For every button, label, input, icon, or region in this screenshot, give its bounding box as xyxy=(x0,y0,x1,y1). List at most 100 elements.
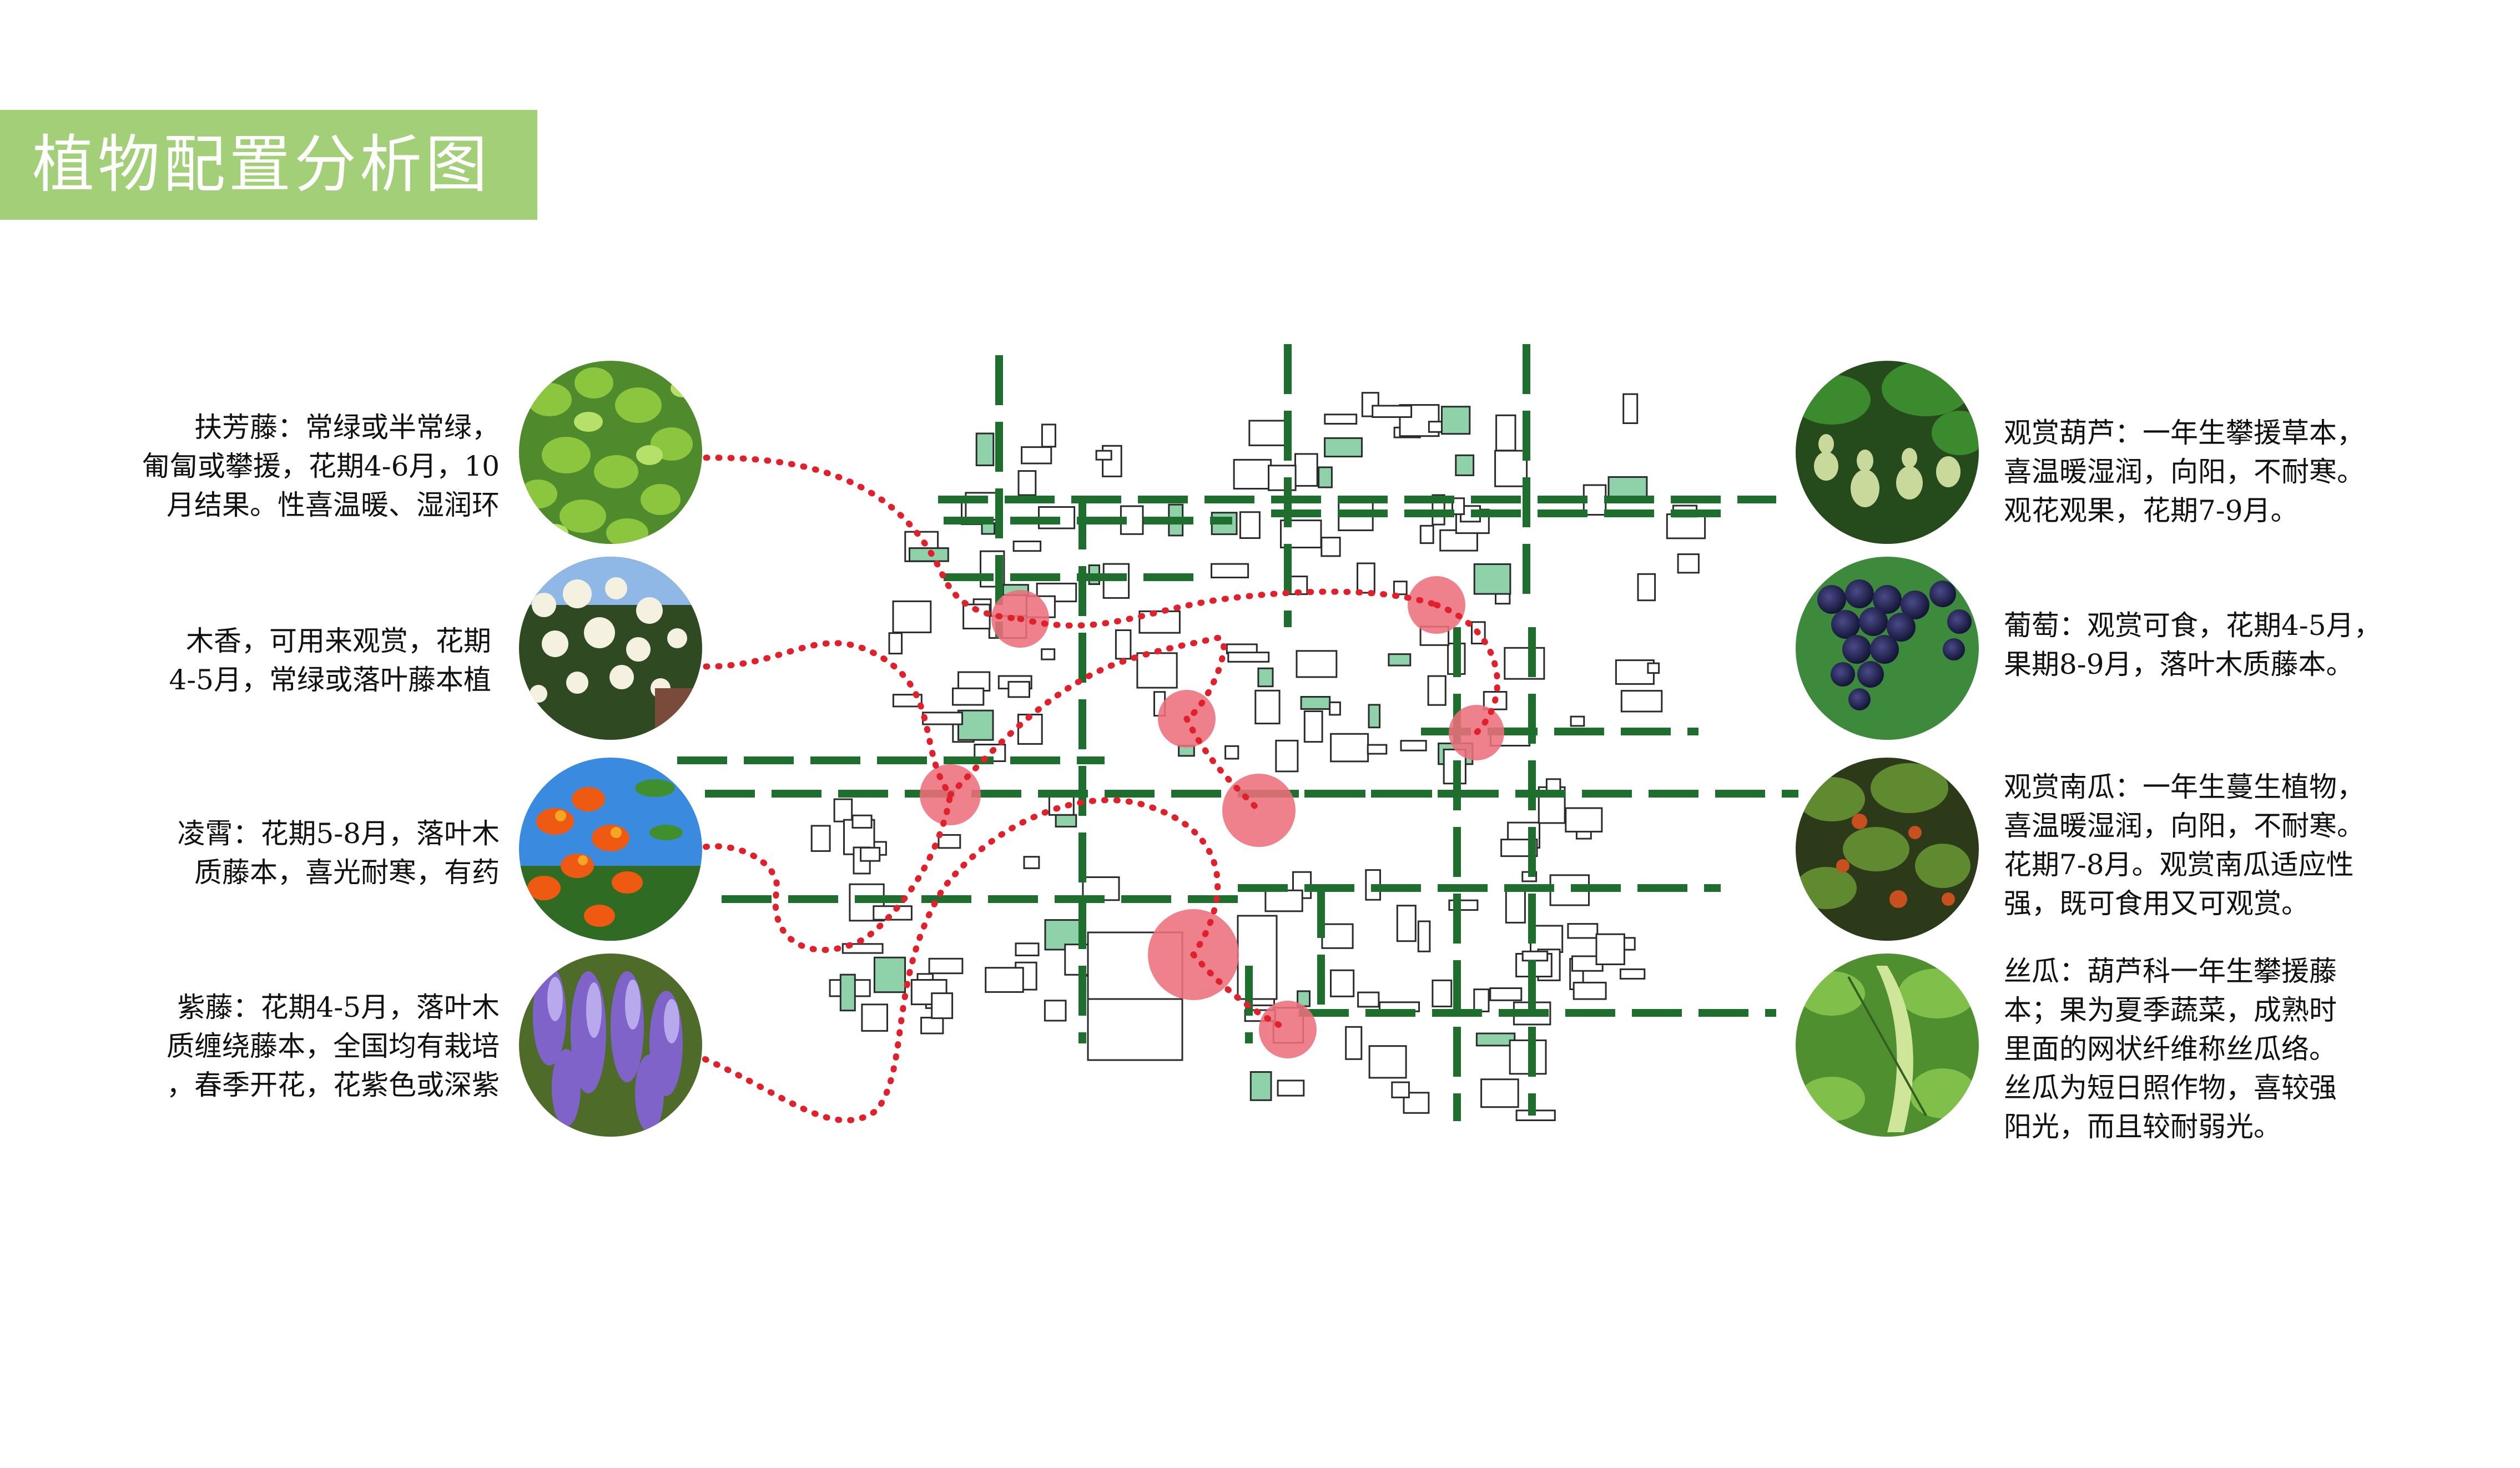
building-block xyxy=(833,798,853,823)
building-block xyxy=(810,825,831,852)
building-block xyxy=(1087,998,1183,1061)
building-block xyxy=(1345,1026,1363,1060)
building-block xyxy=(1021,446,1052,465)
building-block xyxy=(892,600,932,633)
building-block xyxy=(1324,437,1363,458)
building-block xyxy=(1248,420,1288,446)
building-block xyxy=(1264,889,1303,912)
desc-sigua: 丝瓜：葫芦科一年生攀援藤 本；果为夏季蔬菜，成熟时 里面的网状纤维称丝瓜络。 丝… xyxy=(2004,955,2337,1143)
building-block xyxy=(1455,454,1475,476)
building-block xyxy=(957,709,994,741)
green-leaf-icon xyxy=(519,361,702,544)
desc-putao: 葡萄：观赏可食，花期4-5月， 果期8-9月，落叶木质藤本。 xyxy=(2004,609,2382,680)
building-block xyxy=(1138,610,1181,634)
building-block xyxy=(1012,541,1042,552)
building-block xyxy=(1400,740,1427,751)
link-mid xyxy=(947,635,1227,798)
building-block xyxy=(1396,905,1417,942)
building-block xyxy=(839,973,856,1012)
desc-fufangteng: 扶芳藤：常绿或半常绿， 匍匐或攀援，花期4-6月，10 月结果。性喜温暖、湿润环 xyxy=(142,411,500,521)
building-block xyxy=(1419,524,1434,544)
gourd-icon xyxy=(1796,361,1979,544)
building-block xyxy=(1495,414,1516,452)
building-footprints xyxy=(810,392,1706,1122)
building-block xyxy=(888,632,903,655)
building-block xyxy=(1224,745,1239,760)
link-bottom xyxy=(1190,951,1291,1033)
building-block xyxy=(1367,744,1388,755)
node-6 xyxy=(1222,774,1296,847)
building-block xyxy=(861,1003,889,1032)
link-right xyxy=(1433,602,1501,736)
building-block xyxy=(1095,450,1112,461)
building-block xyxy=(1480,1078,1519,1108)
building-block xyxy=(1504,647,1545,680)
desc-nangua: 观赏南瓜：一年生蔓生植物， 喜温暖湿润，向阳，不耐寒。 花期7-8月。观赏南瓜适… xyxy=(2004,771,2365,920)
building-block xyxy=(1573,981,1607,1000)
purple-flower-icon xyxy=(519,954,702,1137)
building-block xyxy=(1357,562,1375,594)
building-block xyxy=(1249,1071,1272,1101)
building-block xyxy=(1521,950,1549,962)
link-fufangteng xyxy=(691,455,1024,622)
building-block xyxy=(1055,814,1077,828)
building-block xyxy=(1136,652,1178,689)
building-block xyxy=(1509,1039,1547,1075)
building-block xyxy=(873,956,906,993)
building-block xyxy=(1329,701,1341,716)
link-top-arc xyxy=(1017,588,1440,629)
building-block xyxy=(922,712,963,725)
building-block xyxy=(920,1017,944,1035)
building-block xyxy=(1044,1000,1067,1022)
building-block xyxy=(1567,923,1599,939)
building-block xyxy=(1023,856,1040,869)
building-block xyxy=(1570,715,1585,727)
building-block xyxy=(1357,991,1380,1008)
building-block xyxy=(1321,923,1354,949)
building-block xyxy=(873,905,913,921)
building-block xyxy=(975,432,995,466)
building-block xyxy=(1115,629,1132,660)
building-block xyxy=(1330,733,1369,763)
building-block xyxy=(1677,553,1700,574)
desc-ziteng: 紫藤：花期4-5月，落叶木 质缠绕藤本，全国均有栽培 ，春季开花，花紫色或深紫 xyxy=(167,991,500,1101)
building-block xyxy=(1015,942,1040,957)
building-block xyxy=(1321,537,1341,557)
building-block xyxy=(860,846,881,862)
building-block xyxy=(1494,450,1528,487)
loofah-icon xyxy=(1796,954,1979,1137)
building-block xyxy=(1427,675,1447,706)
building-block xyxy=(1388,653,1412,667)
building-block xyxy=(1041,648,1056,660)
building-block xyxy=(1620,690,1663,713)
building-block xyxy=(1296,650,1338,678)
building-block xyxy=(1017,714,1043,745)
building-block xyxy=(928,957,964,975)
building-block xyxy=(1505,886,1526,924)
desc-hulu: 观赏葫芦：一年生攀援草本， 喜温暖湿润，向阳，不耐寒。 观花观果，花期7-9月。 xyxy=(2004,417,2365,527)
building-block xyxy=(1233,458,1272,490)
building-block xyxy=(1211,563,1249,578)
building-block xyxy=(1473,988,1490,1012)
building-block xyxy=(1393,581,1408,596)
building-block xyxy=(851,814,873,829)
building-block xyxy=(1277,1079,1305,1097)
building-block xyxy=(1324,413,1358,425)
building-block xyxy=(1294,453,1318,487)
building-block xyxy=(981,522,996,535)
building-block xyxy=(1417,920,1431,952)
desc-muxiang: 木香，可用来观赏，花期 4-5月，常绿或落叶藤本植 xyxy=(169,625,491,696)
grape-icon xyxy=(1796,557,1979,740)
building-block xyxy=(1318,466,1333,488)
building-block xyxy=(985,967,1024,993)
building-block xyxy=(1257,667,1274,688)
building-block xyxy=(1432,979,1453,1007)
building-block xyxy=(1489,987,1523,1001)
building-block xyxy=(1619,968,1646,980)
building-block xyxy=(1372,405,1413,418)
building-block xyxy=(938,834,961,849)
building-block xyxy=(1565,807,1603,833)
title-banner: 植物配置分析图 xyxy=(0,110,537,220)
building-block xyxy=(1007,680,1031,698)
